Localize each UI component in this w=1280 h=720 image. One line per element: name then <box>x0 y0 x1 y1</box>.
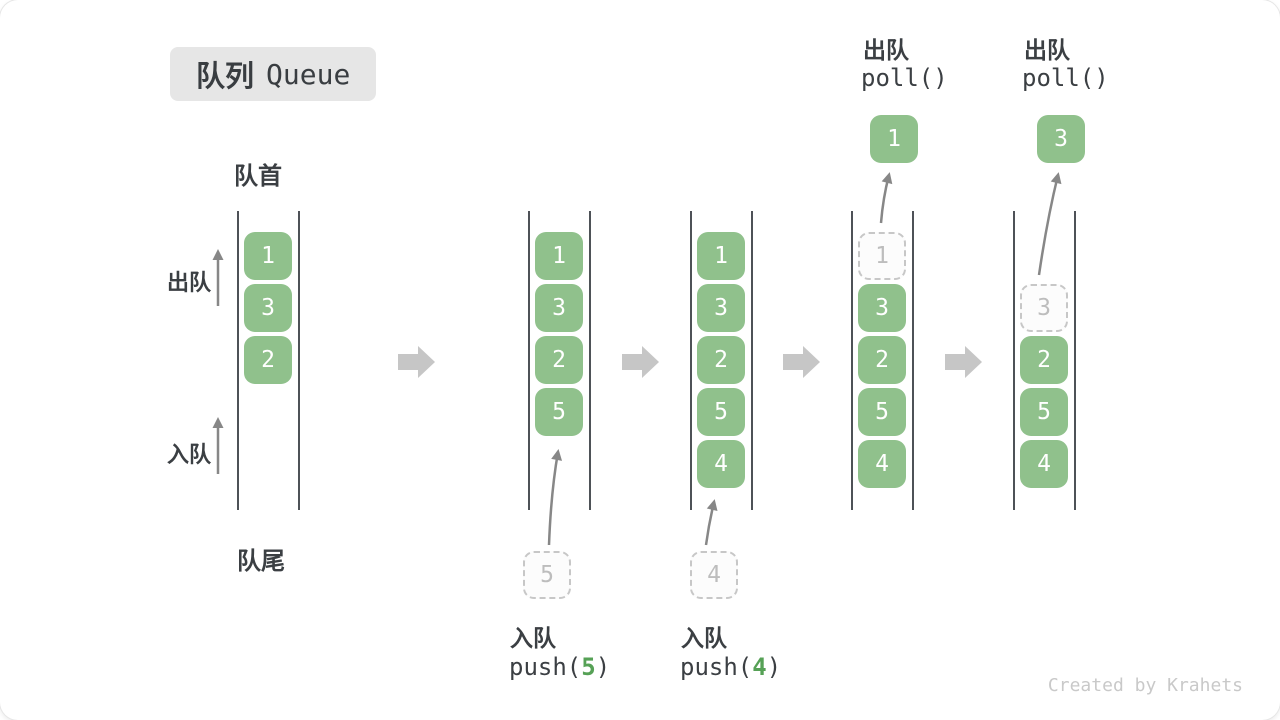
step-arrow-2 <box>622 346 659 378</box>
queue-wall-right <box>589 211 591 510</box>
title-zh: 队列 <box>196 61 255 93</box>
op-dequeue-label: 出队 <box>863 37 909 63</box>
queue-cell: 1 <box>244 232 292 280</box>
credit-text: Created by Krahets <box>1047 675 1243 696</box>
label-queue-rear: 队尾 <box>237 548 285 575</box>
polled-value-ghost: 1 <box>858 232 906 280</box>
op-dequeue-code: poll() <box>861 64 948 92</box>
queue-cell: 2 <box>858 336 906 384</box>
queue-cell: 3 <box>697 284 745 332</box>
queue-cell: 4 <box>858 440 906 488</box>
step-arrow-1 <box>398 346 435 378</box>
queue-wall-left <box>1013 211 1015 510</box>
queue-cell: 1 <box>535 232 583 280</box>
op-enqueue-label: 入队 <box>510 625 556 651</box>
queue-cell: 3 <box>244 284 292 332</box>
code-fn: poll() <box>861 64 948 92</box>
incoming-value-ghost: 4 <box>690 551 738 599</box>
code-close: ) <box>595 653 611 681</box>
queue-cell: 2 <box>697 336 745 384</box>
label-queue-front: 队首 <box>234 163 282 190</box>
label-enqueue-side: 入队 <box>167 442 212 467</box>
queue-cell: 4 <box>1020 440 1068 488</box>
queue-wall-right <box>912 211 914 510</box>
op-enqueue-label: 入队 <box>681 625 727 651</box>
push4-arrow <box>704 499 718 546</box>
code-arg: 5 <box>581 653 596 681</box>
title-en: Queue <box>266 57 351 91</box>
queue-wall-left <box>851 211 853 510</box>
title-badge: 队列 Queue <box>170 47 377 101</box>
queue-wall-left <box>690 211 692 510</box>
queue-cell: 2 <box>1020 336 1068 384</box>
op-enqueue-code: push(4) <box>680 653 781 681</box>
queue-cell: 2 <box>244 336 292 384</box>
polled-value-ghost: 3 <box>1020 284 1068 332</box>
polled-value-out: 3 <box>1037 115 1085 163</box>
queue-cell: 5 <box>697 388 745 436</box>
queue-wall-right <box>1074 211 1076 510</box>
poll3-arrow <box>1037 172 1062 276</box>
queue-cell: 4 <box>697 440 745 488</box>
push5-arrow <box>547 449 563 546</box>
queue-wall-right <box>298 211 300 510</box>
step-arrow-4 <box>945 346 982 378</box>
queue-cell: 3 <box>858 284 906 332</box>
op-dequeue-label: 出队 <box>1024 37 1070 63</box>
step-arrow-3 <box>783 346 820 378</box>
queue-cell: 5 <box>1020 388 1068 436</box>
queue-wall-left <box>528 211 530 510</box>
queue-cell: 1 <box>697 232 745 280</box>
op-dequeue-code: poll() <box>1022 64 1109 92</box>
code-fn: poll() <box>1022 64 1109 92</box>
code-close: ) <box>766 653 782 681</box>
queue-cell: 3 <box>535 284 583 332</box>
queue-cell: 2 <box>535 336 583 384</box>
queue-wall-left <box>237 211 239 510</box>
op-enqueue-code: push(5) <box>509 653 610 681</box>
code-fn: push( <box>680 653 753 681</box>
queue-wall-right <box>751 211 753 510</box>
queue-cell: 5 <box>858 388 906 436</box>
code-arg: 4 <box>752 653 767 681</box>
queue-cell: 5 <box>535 388 583 436</box>
polled-value-out: 1 <box>870 115 918 163</box>
code-fn: push( <box>509 653 582 681</box>
incoming-value-ghost: 5 <box>523 551 571 599</box>
label-dequeue-side: 出队 <box>167 270 212 295</box>
poll1-arrow <box>879 172 893 224</box>
